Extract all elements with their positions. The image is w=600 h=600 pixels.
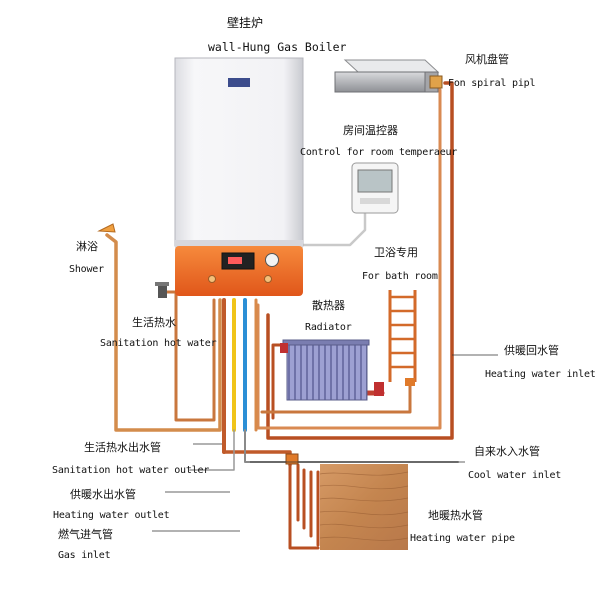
fan-coil-unit <box>334 59 443 93</box>
sanitation-tap <box>155 282 169 298</box>
boiler-knob-left <box>208 275 216 283</box>
cool-water-label-en: Cool water inlet <box>468 470 562 481</box>
fan-coil-label-cn: 风机盘管 <box>465 53 509 66</box>
gas-inlet-label-cn: 燃气进气管 <box>58 528 113 541</box>
sanitation-label-cn: 生活热水 <box>132 316 176 329</box>
pipe-bath-rail <box>260 381 412 414</box>
radiator-top-pipe <box>282 339 370 346</box>
shower-label-cn: 淋浴 <box>76 240 98 253</box>
pipe-fan-coil-return <box>256 88 442 430</box>
floor-heating-coil <box>288 463 320 550</box>
gas-inlet-label-en: Gas inlet <box>58 550 111 561</box>
bath-label-cn: 卫浴专用 <box>374 246 418 259</box>
floor-pipe-label-cn: 地暖热水管 <box>428 509 483 522</box>
sanitation-outlet-label-en: Sanitation hot water outler <box>52 465 210 476</box>
sanitation-label-en: Sanitation hot water <box>100 338 217 349</box>
wall-hung-gas-boiler <box>174 57 304 296</box>
wood-floor <box>320 464 408 550</box>
boiler-logo <box>228 78 250 87</box>
fan-coil-valve <box>429 75 443 89</box>
radiator-fins <box>286 344 368 401</box>
fan-coil-top <box>343 59 440 73</box>
heating-outlet-label-cn: 供暖水出水管 <box>70 488 136 501</box>
boiler-display-digits <box>228 257 242 264</box>
tap-handle <box>155 282 169 286</box>
shower-head <box>97 223 116 233</box>
radiator-label-en: Radiator <box>305 322 352 333</box>
pipe-radiator-supply <box>271 343 287 420</box>
thermostat-button-row <box>360 198 390 204</box>
boiler-label-en: wall-Hung Gas Boiler <box>208 40 347 54</box>
cool-water-label-cn: 自来水入水管 <box>474 445 540 458</box>
boiler-pressure-gauge <box>265 253 279 267</box>
floor-pipe-label-en: Heating water pipe <box>410 533 515 544</box>
pipe-sanitation-tap <box>163 290 216 422</box>
sanitation-outlet-label-cn: 生活热水出水管 <box>84 441 161 454</box>
tap-body <box>158 286 167 298</box>
wood-grain <box>319 471 409 541</box>
boiler-body <box>174 57 304 247</box>
boiler-knob-right <box>264 275 272 283</box>
thermostat-label-en: Control for room temperaeur <box>300 147 458 158</box>
thermostat-screen <box>357 169 393 193</box>
heating-outlet-label-en: Heating water outlet <box>53 510 170 521</box>
radiator <box>280 339 384 401</box>
heating-inlet-label-en: Heating water inlet <box>485 369 596 380</box>
shower-label-en: Shower <box>69 264 104 275</box>
fan-coil-label-en: Fon spiral pipl <box>448 78 536 89</box>
radiator-bottom-valve <box>374 382 384 396</box>
pipe-gas <box>189 429 235 471</box>
boiler-label-cn: 壁挂炉 <box>227 16 264 30</box>
radiator-label-cn: 散热器 <box>312 299 345 312</box>
pipe-fan-coil-supply <box>266 81 454 440</box>
pipe-cool-water <box>244 429 459 463</box>
leader-lines <box>152 354 498 532</box>
bathroom-towel-rail <box>388 290 417 386</box>
thermostat-cable <box>298 210 367 247</box>
towel-rail-valve <box>405 378 415 386</box>
fan-coil-body <box>334 71 426 93</box>
heating-inlet-label-cn: 供暖回水管 <box>504 344 559 357</box>
pipe-shower <box>105 233 222 432</box>
bath-label-en: For bath room <box>362 271 438 282</box>
floor-heating-panel <box>285 453 409 550</box>
boiler-divider <box>175 240 303 248</box>
shower-head-cone <box>97 223 116 233</box>
room-thermostat <box>351 162 399 214</box>
floor-manifold <box>285 453 299 465</box>
thermostat-label-cn: 房间温控器 <box>343 124 398 137</box>
radiator-left-valve <box>280 343 288 353</box>
